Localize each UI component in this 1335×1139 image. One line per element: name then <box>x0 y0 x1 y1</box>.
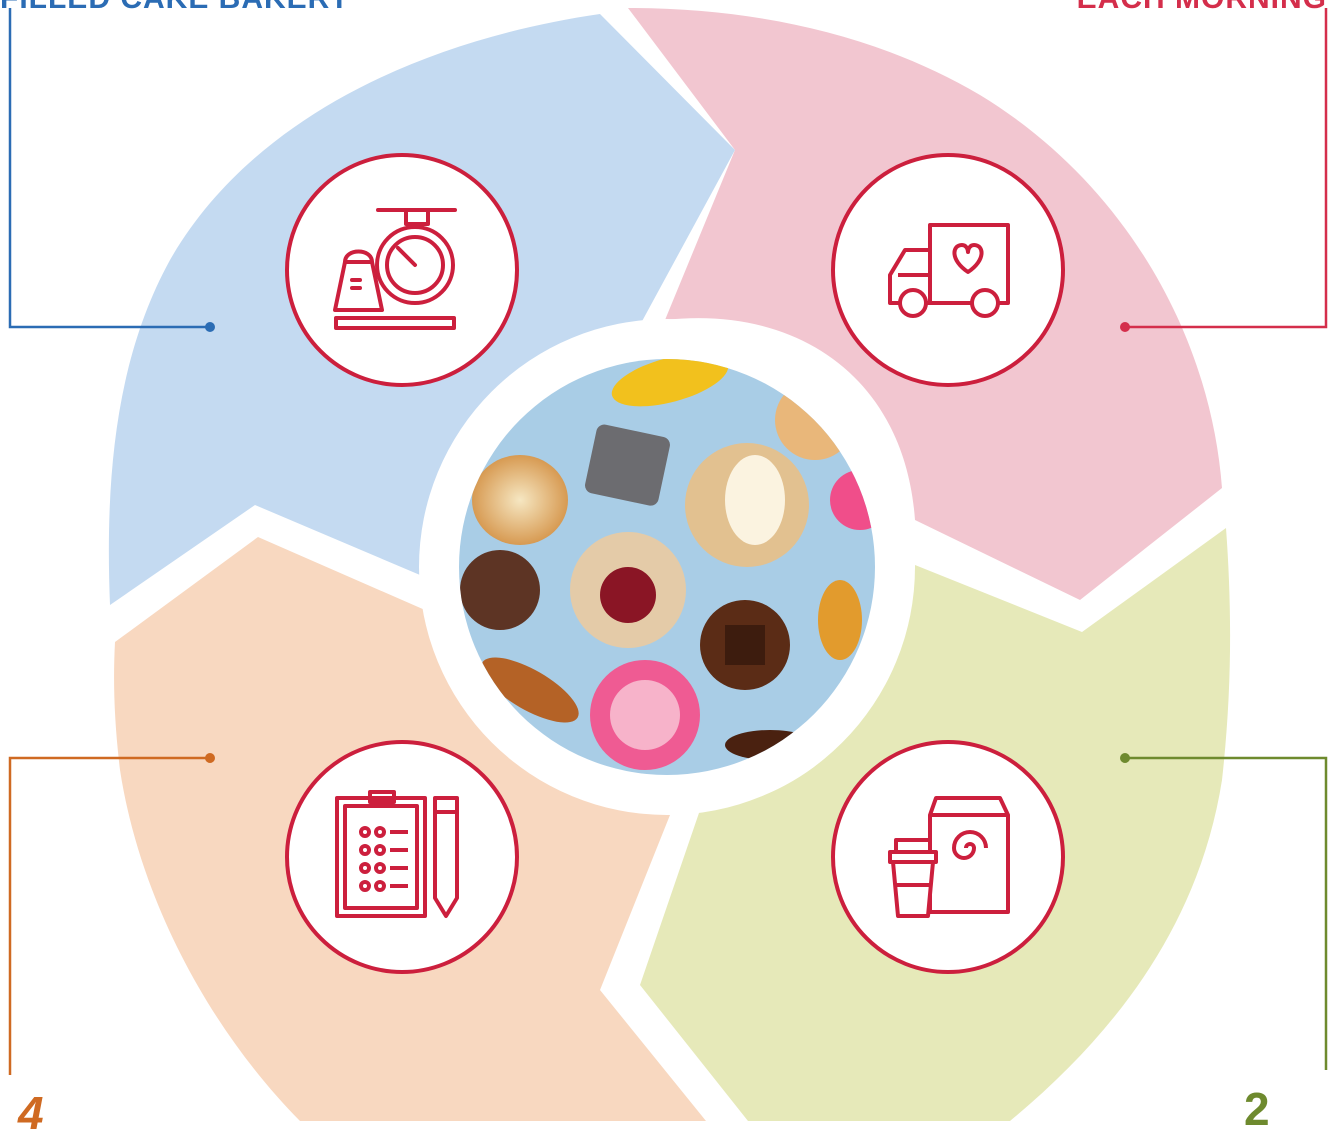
top-left-label: FILLED CAKE BAKERY <box>0 0 350 16</box>
delivery-truck-heart-icon <box>888 223 1010 318</box>
connector-top-left <box>8 8 210 329</box>
connector-bottom-right <box>1125 756 1328 1070</box>
top-right-label: EACH MORNING <box>1077 0 1327 16</box>
connector-lines <box>8 8 1328 1075</box>
pastries-photo <box>459 359 875 775</box>
connector-bottom-left <box>8 756 210 1075</box>
step-number-bottom-left: 4 <box>18 1087 44 1139</box>
connector-top-right <box>1125 8 1328 329</box>
coffee-cup-and-bag-icon <box>888 796 1010 918</box>
kitchen-scale-icon <box>333 208 457 330</box>
clipboard-checklist-pencil-icon <box>335 790 459 918</box>
step-number-bottom-right: 2 <box>1244 1083 1270 1135</box>
